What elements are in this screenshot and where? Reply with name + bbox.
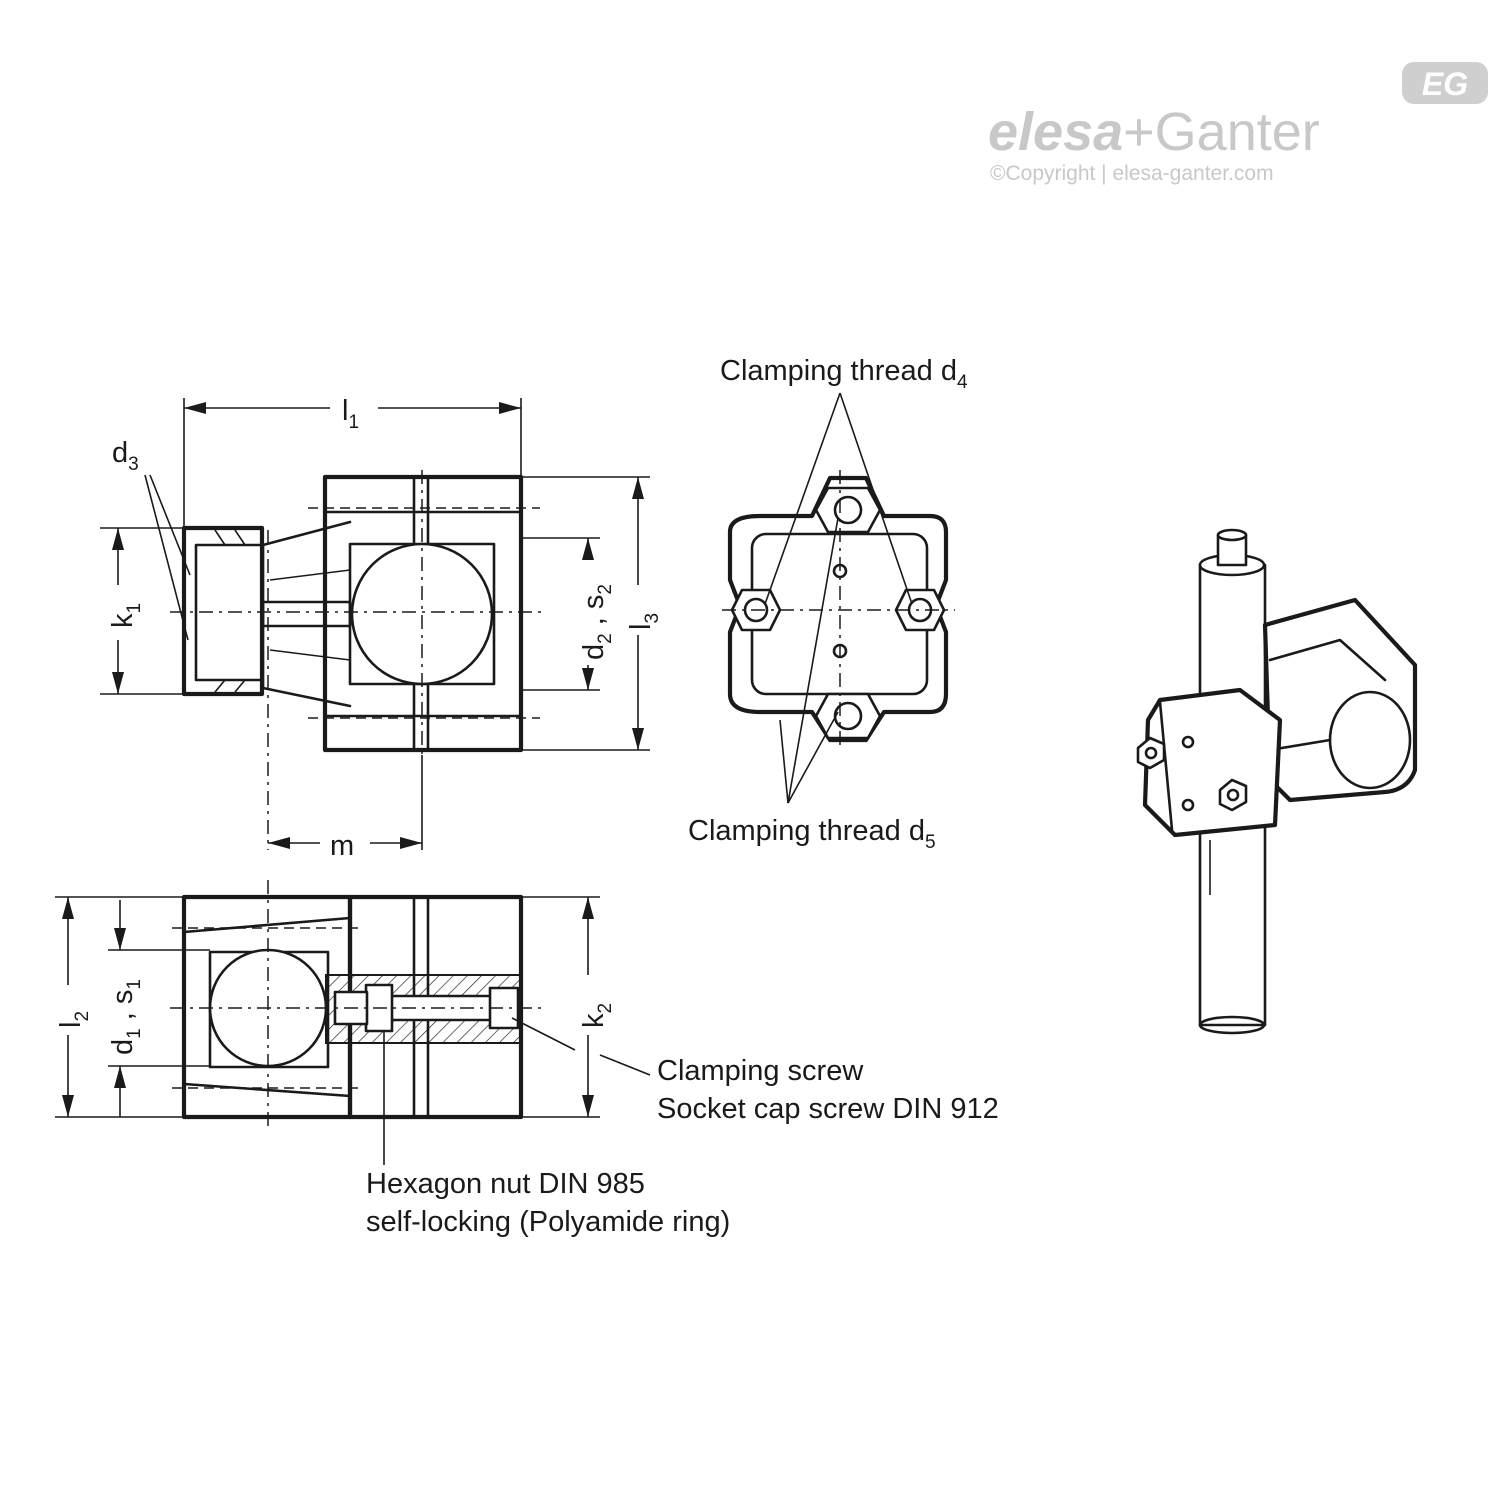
- label-socket-cap-screw: Socket cap screw DIN 912: [657, 1093, 999, 1125]
- v3-taper-bottom: [182, 1082, 352, 1098]
- v1-left-clamp-teeth: [214, 529, 246, 693]
- logo-copyright: ©Copyright | elesa-ganter.com: [990, 162, 1274, 185]
- v2-leader-d5-c: [779, 719, 789, 804]
- v2-hole-top: [833, 495, 863, 525]
- iso-small-hole-1: [1181, 735, 1195, 749]
- v2-leader-d4-a: [764, 392, 841, 605]
- logo-badge-box: [1402, 62, 1488, 104]
- label-hex-nut: Hexagon nut DIN 985: [366, 1168, 645, 1200]
- v1-neck: [261, 520, 352, 708]
- v2-leader-d5-a: [787, 517, 839, 804]
- logo-wordmark-elesa: elesa: [988, 102, 1123, 162]
- v2-hex-bottom: [814, 692, 882, 740]
- iso-front-edge: [1158, 700, 1174, 832]
- view-top-left: l1 m k1 d3 d2 , s2 l3: [100, 395, 663, 862]
- dim-d2-s2: d2 , s2: [578, 584, 616, 660]
- v3-leader-screw-b: [599, 1054, 651, 1076]
- logo-wordmark: elesa+Ganter: [988, 102, 1320, 162]
- dim-l3: l3: [625, 613, 663, 630]
- v1-neck-hatch-2: [269, 649, 351, 661]
- label-clamping-screw: Clamping screw: [657, 1055, 864, 1087]
- iso-rod-pin-top: [1216, 528, 1248, 542]
- logo-wordmark-ganter: +Ganter: [1123, 102, 1320, 162]
- v3-taper-top: [182, 916, 352, 934]
- label-self-locking: self-locking (Polyamide ring): [366, 1206, 730, 1238]
- label-clamping-thread-d4: Clamping thread d4: [720, 355, 968, 393]
- dim-m: m: [330, 830, 354, 862]
- dim-l1: l1: [342, 395, 359, 433]
- v2-leader-d4-b: [839, 392, 913, 605]
- label-clamping-thread-d5: Clamping thread d5: [688, 815, 936, 853]
- view-isometric: [1136, 528, 1418, 1035]
- iso-small-hole-2: [1181, 798, 1195, 812]
- iso-hex-left-hole: [1144, 746, 1158, 760]
- dim-l2: l2: [55, 1011, 93, 1028]
- v3-arrows-k2: [582, 897, 594, 1117]
- v3-leader-screw-a: [511, 1017, 576, 1051]
- v2-outline: [727, 475, 949, 743]
- v3-arrows-l2: [62, 897, 74, 1117]
- iso-hex-right-hole: [1226, 788, 1240, 802]
- iso-hex-right: [1218, 778, 1248, 812]
- view-section: l2 d1 , s1 k2: [55, 880, 651, 1165]
- v2-leader-d5-b: [787, 711, 839, 804]
- v1-body: [322, 474, 524, 753]
- iso-rod-bottom: [1198, 1015, 1266, 1035]
- brand-logo: EG elesa+Ganter ©Copyright | elesa-gante…: [988, 62, 1488, 185]
- v1-leader-d3-b: [149, 474, 191, 576]
- v1-neck-bore: [261, 600, 352, 628]
- v1-neck-hatch-1: [269, 569, 351, 581]
- v2-hex-top: [814, 486, 882, 534]
- dim-d3: d3: [112, 437, 139, 475]
- dim-k2: k2: [578, 1003, 616, 1028]
- logo-badge-text: EG: [1422, 66, 1468, 102]
- dim-k1: k1: [107, 603, 145, 628]
- dim-d1-s1: d1 , s1: [107, 979, 145, 1055]
- iso-hex-left: [1136, 736, 1166, 770]
- v1-leader-d3-a: [144, 474, 189, 641]
- view-end: Clamping thread d4 Clamping thread d5: [688, 355, 968, 853]
